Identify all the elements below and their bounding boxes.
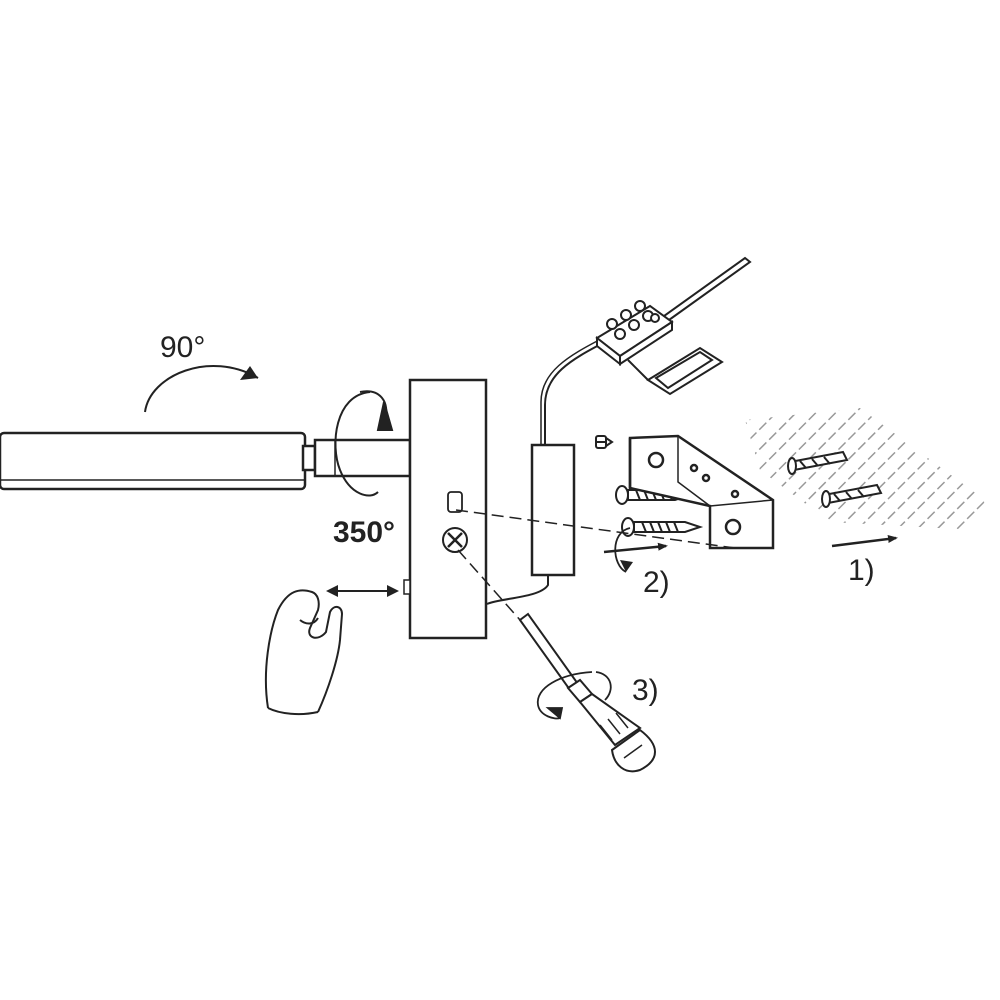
small-screw-icon (595, 435, 614, 449)
step1-label: 1) (848, 554, 875, 587)
wall-plug-icon (787, 450, 883, 508)
guide-lines (455, 509, 736, 666)
step2-label: 2) (643, 566, 670, 599)
rotation-angle-label: 350° (333, 516, 395, 549)
tilt-angle-label: 90° (160, 331, 205, 364)
step3-arrow (537, 671, 612, 720)
mounting-bracket-icon (628, 434, 775, 550)
driver-box-icon (530, 443, 576, 577)
step3-label: 3) (632, 674, 659, 707)
tilt-arrow-icon (144, 365, 259, 413)
screwdriver-icon (518, 612, 656, 773)
cable (486, 572, 549, 605)
terminal-block-icon (595, 256, 752, 396)
lamp-arm-icon (0, 431, 412, 491)
wall-base-icon (403, 378, 488, 640)
step2-arrow (603, 527, 668, 573)
step1-arrow (831, 535, 898, 548)
rotation-arrow-icon (334, 390, 394, 497)
hand-icon (264, 589, 344, 716)
wall-hatch-icon (745, 408, 985, 530)
double-arrow (326, 585, 399, 597)
